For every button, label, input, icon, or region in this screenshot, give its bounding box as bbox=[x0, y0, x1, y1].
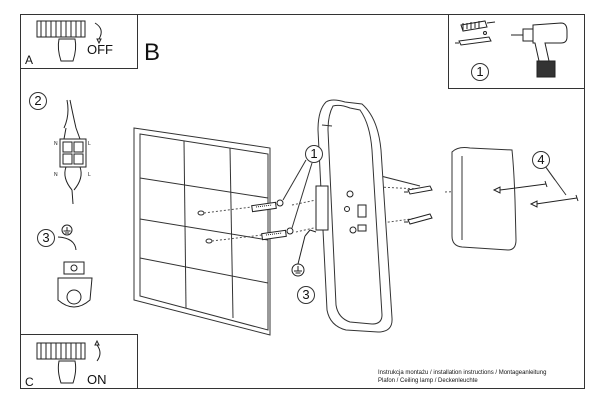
terminal-l-top: L bbox=[88, 141, 91, 147]
lamp-base bbox=[317, 99, 393, 333]
switch-off-label: OFF bbox=[87, 42, 113, 57]
page-border bbox=[20, 14, 585, 389]
terminal-n-top: N bbox=[54, 141, 58, 147]
panel-c-switch-on: C ON bbox=[20, 334, 138, 389]
dowel-screw-icon bbox=[455, 20, 496, 46]
panel-a-switch-off: A OFF bbox=[20, 14, 138, 69]
tools-drawing bbox=[455, 20, 568, 78]
lamp-shade bbox=[451, 147, 517, 251]
fuse-box-icon bbox=[36, 339, 101, 384]
wall-grid bbox=[133, 127, 271, 336]
drill-icon bbox=[511, 22, 568, 78]
callout-1-main: 1 bbox=[305, 145, 323, 163]
ground-connector-drawing bbox=[57, 224, 93, 308]
terminal-n-bottom: N bbox=[54, 172, 58, 178]
callout-1-tools: 1 bbox=[471, 63, 489, 81]
panel-c-letter: C bbox=[25, 375, 34, 389]
footer-line-2: Plafon / Ceiling lamp / Deckenleuchte bbox=[378, 378, 478, 384]
terminal-block-drawing bbox=[59, 99, 87, 205]
callout-4: 4 bbox=[532, 151, 550, 169]
mounting-bracket bbox=[297, 185, 367, 265]
shade-screws bbox=[492, 180, 579, 208]
panel-b-letter: B bbox=[144, 39, 161, 66]
callout-2: 2 bbox=[29, 92, 47, 110]
fuse-box-icon bbox=[36, 20, 102, 62]
ground-symbol-main bbox=[291, 263, 305, 277]
switch-on-label: ON bbox=[87, 372, 107, 387]
tools-panel: 1 bbox=[448, 14, 585, 89]
fixing-screws bbox=[404, 185, 433, 225]
footer-line-1: Instrukcja montażu / installation instru… bbox=[378, 370, 547, 376]
callout-3-main: 3 bbox=[297, 286, 315, 304]
terminal-l-bottom: L bbox=[88, 172, 91, 178]
wall-dowels bbox=[251, 199, 294, 241]
panel-a-letter: A bbox=[25, 53, 34, 67]
callout-3-left: 3 bbox=[37, 229, 55, 247]
